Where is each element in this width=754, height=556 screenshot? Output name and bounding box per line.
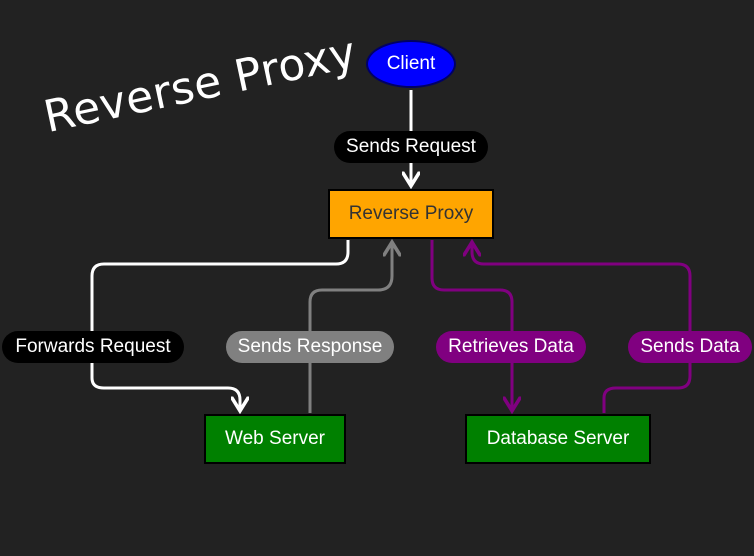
edge-label-forwards-request: Forwards Request [2,331,184,363]
edge-label-retrieves-data: Retrieves Data [436,331,586,363]
database-server-node: Database Server [465,414,651,464]
client-node: Client [366,40,456,88]
edge-proxy-to-web-server [90,240,350,409]
edge-label-sends-response: Sends Response [226,331,394,363]
edge-label-sends-data: Sends Data [628,331,752,363]
edge-label-sends-request: Sends Request [334,131,488,163]
edge-database-to-proxy [472,244,692,413]
reverse-proxy-node: Reverse Proxy [328,189,494,239]
edge-web-server-to-proxy [308,244,392,413]
web-server-node: Web Server [204,414,346,464]
edge-proxy-to-database [430,240,512,409]
